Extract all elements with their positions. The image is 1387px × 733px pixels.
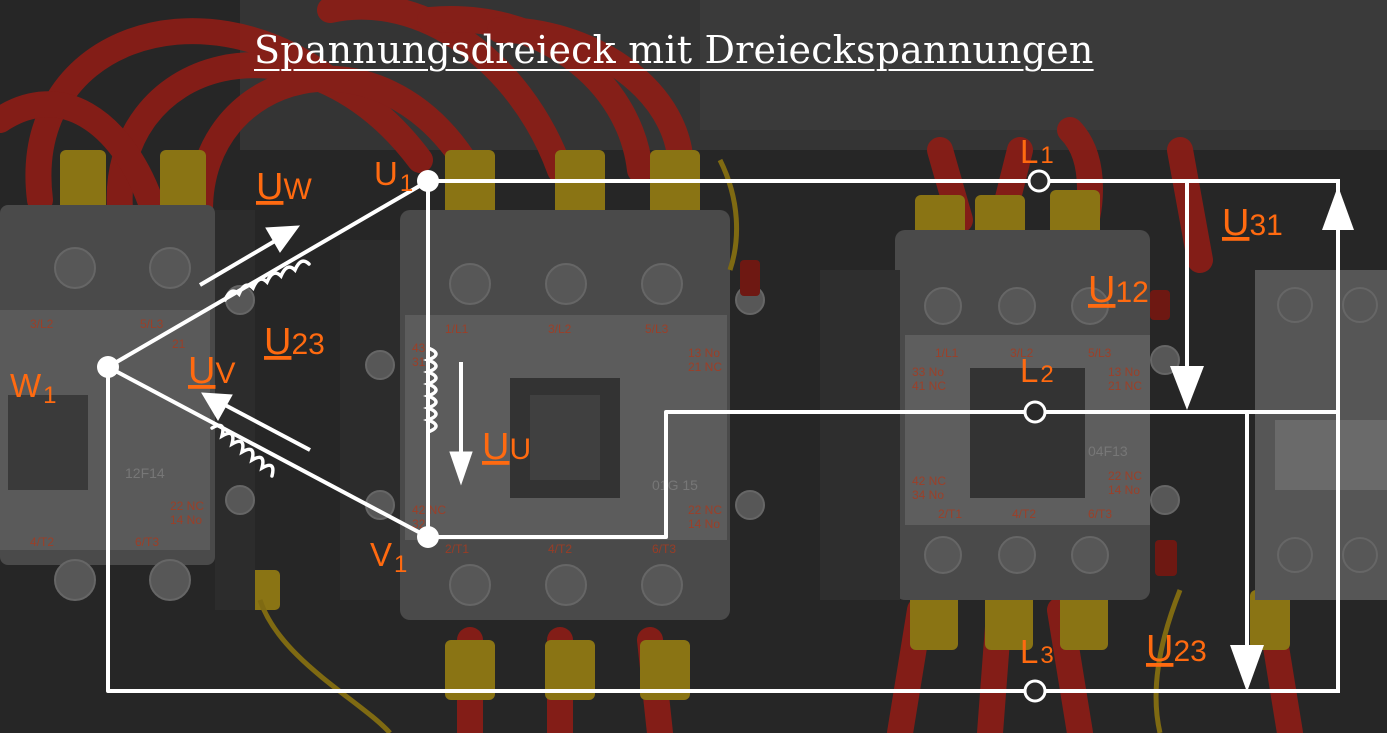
label-uw: UW [256,166,312,208]
label-u23-line: U23 [1146,628,1207,670]
label-l3: L3 [1020,633,1054,670]
left-terminal-bottom-2: 6/T3 [135,535,159,549]
uw-arrow-shaft [198,236,282,287]
left-no: 22 NC [170,499,204,513]
uv-arrow-head [201,392,233,422]
label-uu: UU [482,426,531,468]
uu-arrow-head [449,451,473,486]
left-terminal-top-2: 5/L3 [140,317,164,331]
left-mark: 21 [172,337,186,351]
conductor-l3 [106,367,1340,693]
mid-terminal-bottom-2: 4/T2 [548,542,572,556]
right-left-bottom-1: 42 NC [912,474,946,488]
label-u23-winding: U23 [264,321,325,363]
right-terminal-bottom-1: 2/T1 [938,507,962,521]
terminal-l2-circle [1023,400,1047,424]
left-model-label: 12F14 [125,465,165,481]
right-right-bottom-2: 14 No [1108,483,1140,497]
mid-right-bottom-2: 14 No [688,517,720,531]
label-u12: U12 [1088,269,1149,311]
mid-left-2: 31 [412,355,426,369]
mid-right-top-1: 13 No [688,346,720,360]
mid-right-top-2: 21 NC [688,360,722,374]
u31-arrow-head [1322,186,1354,230]
right-right-top-2: 21 NC [1108,379,1142,393]
mid-terminal-top-3: 5/L3 [645,322,669,336]
diagram-title: Spannungsdreieck mit Dreieckspannungen [254,28,1094,72]
coil-w [223,259,311,302]
right-right-top-1: 13 No [1108,365,1140,379]
label-l2: L2 [1020,352,1054,389]
right-model-label: 04F13 [1088,443,1128,459]
right-left-top-1: 33 No [912,365,944,379]
coil-v [210,423,275,478]
right-terminal-bottom-2: 4/T2 [1012,507,1036,521]
mid-left-bottom-2: 32 [412,517,426,531]
node-w1-dot [97,356,119,378]
mid-terminal-top-1: 1/L1 [445,322,469,336]
right-left-top-2: 41 NC [912,379,946,393]
mid-terminal-bottom-1: 2/T1 [445,542,469,556]
label-u31: U31 [1222,202,1283,244]
terminal-l3-circle [1023,679,1047,703]
uv-arrow-shaft [224,403,311,452]
u12-arrow-head [1170,366,1204,410]
label-u1: U1 [374,155,413,197]
right-right-bottom-1: 22 NC [1108,469,1142,483]
node-v1-dot [417,526,439,548]
left-terminal-bottom-1: 4/T2 [30,535,54,549]
label-w1: W1 [10,367,57,409]
right-terminal-top-1: 1/L1 [935,346,959,360]
mid-left-1: 43 [412,341,426,355]
winding-w-line [106,179,430,369]
right-terminal-top-3: 5/L3 [1088,346,1112,360]
mid-terminal-top-2: 3/L2 [548,322,572,336]
terminal-l1-circle [1027,169,1051,193]
u23-arrow-head [1230,645,1264,692]
mid-right-bottom-1: 22 NC [688,503,722,517]
left-nc: 14 No [170,513,202,527]
label-l1: L1 [1020,133,1054,170]
node-u1-dot [417,170,439,192]
left-terminal-top-1: 3/L2 [30,317,54,331]
mid-model-label: 01G 15 [652,477,698,493]
mid-terminal-bottom-3: 6/T3 [652,542,676,556]
coil-u [423,346,438,434]
right-terminal-top-2: 3/L2 [1010,346,1034,360]
label-v1: V1 [370,536,407,578]
conductor-l2 [428,410,1340,539]
uw-arrow-head [265,225,301,253]
winding-v-line [107,365,429,539]
label-uv: UV [188,350,235,392]
right-left-bottom-2: 34 No [912,488,944,502]
right-terminal-bottom-3: 6/T3 [1088,507,1112,521]
